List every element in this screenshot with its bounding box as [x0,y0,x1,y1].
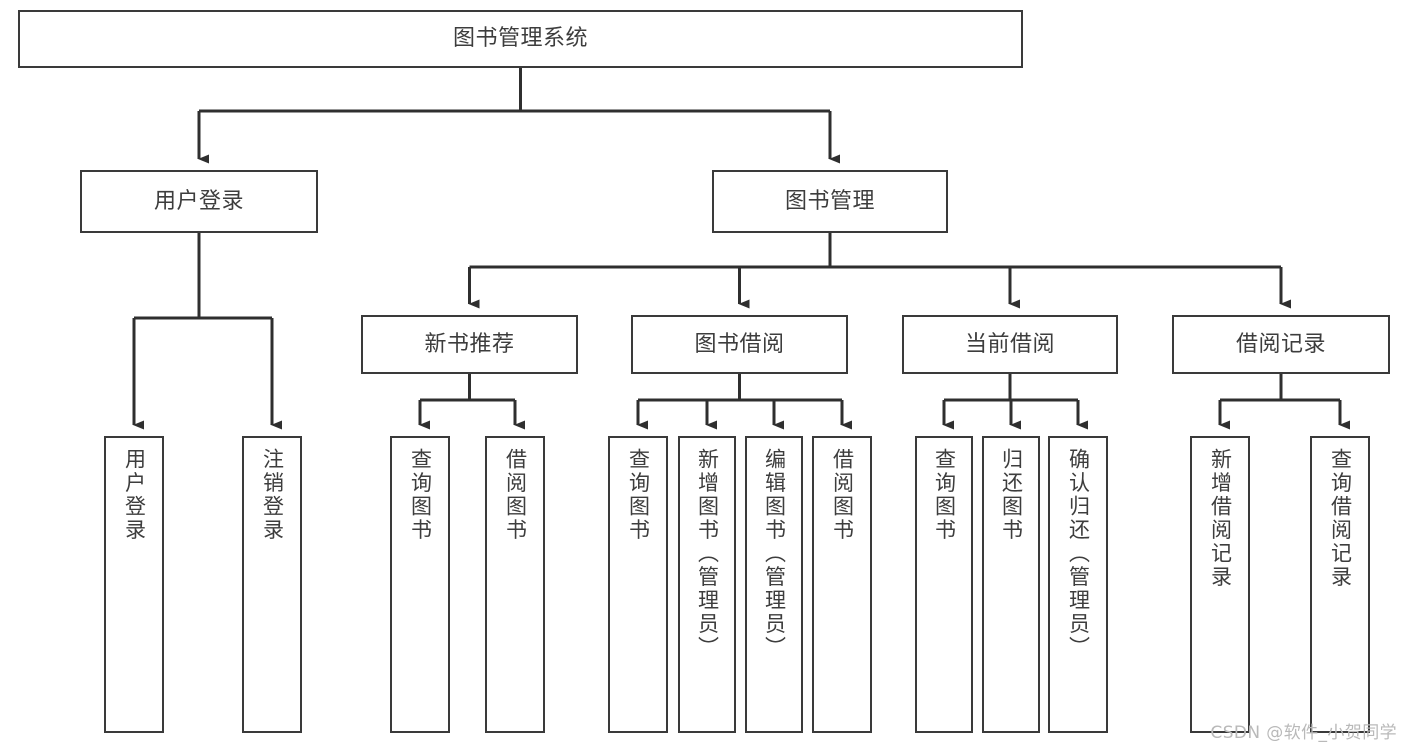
node-leaf-borrow-book[interactable]: 借阅图书 [812,436,872,733]
node-leaf-query-book-new[interactable]: 查询图书 [390,436,450,733]
node-leaf-query-book-borrow[interactable]: 查询图书 [608,436,668,733]
node-current-borrow-label: 当前借阅 [964,331,1055,357]
node-book-borrow-label: 图书借阅 [694,331,785,357]
node-root-label: 图书管理系统 [452,26,588,52]
watermark-text: CSDN @软件_小贺同学 [1210,723,1397,743]
node-leaf-confirm-return-label: 确认归还（管理员） [1066,448,1091,660]
node-new-book-recommend-label: 新书推荐 [424,331,515,357]
node-user-login[interactable]: 用户登录 [80,170,318,233]
node-leaf-return-book[interactable]: 归还图书 [982,436,1040,733]
node-leaf-user-login-label: 用户登录 [122,448,147,542]
node-book-borrow[interactable]: 图书借阅 [631,315,848,374]
node-leaf-query-book-borrow-label: 查询图书 [626,448,651,542]
node-leaf-user-login[interactable]: 用户登录 [104,436,164,733]
node-leaf-add-book-label: 新增图书（管理员） [695,448,720,660]
node-leaf-edit-book[interactable]: 编辑图书（管理员） [745,436,803,733]
node-leaf-query-book-current-label: 查询图书 [932,448,957,542]
node-root[interactable]: 图书管理系统 [18,10,1023,68]
node-leaf-confirm-return[interactable]: 确认归还（管理员） [1048,436,1108,733]
node-borrow-record-label: 借阅记录 [1235,331,1326,357]
node-leaf-query-record[interactable]: 查询借阅记录 [1310,436,1370,733]
node-leaf-return-book-label: 归还图书 [999,448,1024,542]
node-leaf-borrow-book-new[interactable]: 借阅图书 [485,436,545,733]
node-leaf-add-record-label: 新增借阅记录 [1208,448,1233,589]
node-user-login-label: 用户登录 [153,188,244,214]
node-leaf-borrow-book-label: 借阅图书 [830,448,855,542]
node-book-management-label: 图书管理 [784,188,875,214]
node-leaf-query-book-new-label: 查询图书 [408,448,433,542]
node-leaf-add-record[interactable]: 新增借阅记录 [1190,436,1250,733]
node-new-book-recommend[interactable]: 新书推荐 [361,315,578,374]
node-leaf-logout-label: 注销登录 [260,448,285,542]
node-current-borrow[interactable]: 当前借阅 [902,315,1118,374]
node-leaf-logout[interactable]: 注销登录 [242,436,302,733]
node-leaf-borrow-book-new-label: 借阅图书 [503,448,528,542]
node-leaf-edit-book-label: 编辑图书（管理员） [762,448,787,660]
node-book-management[interactable]: 图书管理 [712,170,948,233]
node-leaf-query-book-current[interactable]: 查询图书 [915,436,973,733]
node-borrow-record[interactable]: 借阅记录 [1172,315,1390,374]
node-leaf-query-record-label: 查询借阅记录 [1328,448,1353,589]
node-leaf-add-book[interactable]: 新增图书（管理员） [678,436,736,733]
